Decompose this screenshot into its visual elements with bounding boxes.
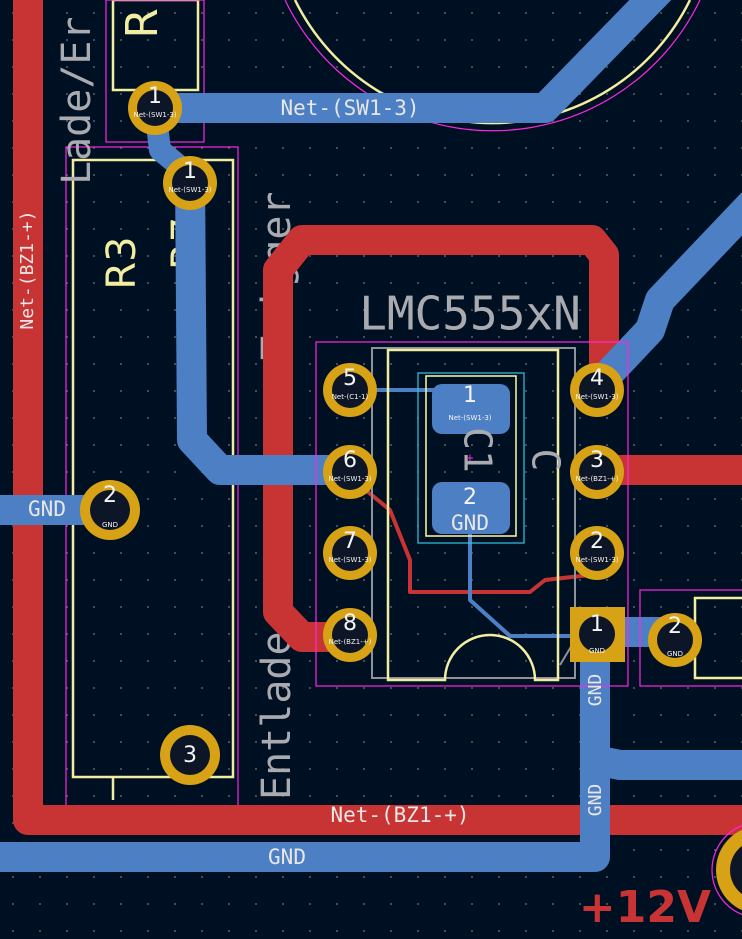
lade-er-label: Lade/Er <box>54 16 100 185</box>
pad-r-1-net: Net-(SW1-3) <box>168 186 211 194</box>
net-label-gnd-vertical-1: GND <box>585 674 606 707</box>
entlade-label: Entlade <box>254 631 300 800</box>
net-label-bz1-horizontal: Net-(BZ1-+) <box>330 803 469 827</box>
c1-origin-mark: + <box>466 451 473 465</box>
pad-left-2: 2 GND <box>80 480 140 540</box>
trace-gnd-right <box>580 745 742 780</box>
ic-pin-3-net: Net-(BZ1-+) <box>576 475 619 483</box>
trace-bz1-plus-loop <box>263 225 619 652</box>
trace-gnd-bottom <box>0 617 610 872</box>
pad-right-2: 2 GND <box>648 613 702 667</box>
trace-sw1-3-down <box>175 160 365 485</box>
net-label-bz1-vertical: Net-(BZ1-+) <box>17 210 38 329</box>
ic-pin-1-number: 1 <box>590 612 604 637</box>
right-component-courtyard <box>639 589 742 687</box>
c1-courtyard <box>417 372 525 544</box>
pad-top-1: 1 Net-(SW1-3) <box>128 81 182 135</box>
pad-right-2-net: GND <box>667 650 683 658</box>
ic-pin-6-number: 6 <box>343 448 357 473</box>
ic-pin-6: 6 Net-(SW1-3) <box>323 445 377 499</box>
trace-thin-blue-gnd <box>468 518 597 638</box>
ic-pin-5-net: Net-(C1-1) <box>332 393 369 401</box>
ic-pin-3: 3 Net-(BZ1-+) <box>570 445 624 499</box>
ic-pin-4-number: 4 <box>590 366 604 391</box>
ic-pin-8: 8 Net-(BZ1-+) <box>323 608 377 662</box>
pad-r-1-number: 1 <box>183 159 197 184</box>
c1-pad-2-number: 2 <box>463 485 477 510</box>
c1-pad-1 <box>432 384 510 434</box>
trace-pin4-up <box>583 192 742 400</box>
trace-bz1-plus <box>13 0 742 835</box>
net-label-sw1-3: Net-(SW1-3) <box>280 96 419 120</box>
trace-sw1-3-top <box>140 0 672 123</box>
ic-pin-1-net: GND <box>589 647 605 655</box>
pad-left-2-net: GND <box>102 521 118 529</box>
pad-right-2-number: 2 <box>668 614 682 639</box>
pad-left-2-number: 2 <box>103 483 117 508</box>
ic-pin-8-net: Net-(BZ1-+) <box>329 638 372 646</box>
c1-silk <box>425 375 517 537</box>
ic-courtyard <box>315 341 629 687</box>
ic-fab-outline <box>371 347 576 679</box>
ic-pin-6-net: Net-(SW1-3) <box>328 475 371 483</box>
ic-pin-5-number: 5 <box>343 366 357 391</box>
pad-bottom-3: 3 <box>160 725 220 785</box>
ic-pin-2-net: Net-(SW1-3) <box>575 556 618 564</box>
ic-pin-2-number: 2 <box>590 529 604 554</box>
c1-pad-2-net: GND <box>451 511 489 535</box>
c1-pad-2 <box>432 482 510 534</box>
net-label-gnd-left: GND <box>28 497 66 521</box>
ic-pin-4: 4 Net-(SW1-3) <box>570 363 624 417</box>
pad-top-1-net: Net-(SW1-3) <box>133 111 176 119</box>
ic-silk-outline <box>386 348 560 682</box>
ic-pin-7: 7 Net-(SW1-3) <box>323 526 377 580</box>
pad-bottom-right-partial <box>711 824 742 916</box>
net-label-gnd-vertical-2: GND <box>585 784 606 817</box>
top-r-label: R <box>117 8 168 39</box>
net-label-gnd-bottom: GND <box>268 845 306 869</box>
back-copper-traces <box>0 0 742 872</box>
c1-pad-1-net: Net-(SW1-3) <box>448 414 491 422</box>
ic-pin-5: 5 Net-(C1-1) <box>323 363 377 417</box>
ic-pin-8-number: 8 <box>343 611 357 636</box>
ic-pin-7-number: 7 <box>343 529 357 554</box>
switch-courtyard-arc <box>284 0 701 132</box>
ic-value-label: LMC555xN <box>359 287 581 341</box>
ic-pin-7-net: Net-(SW1-3) <box>328 556 371 564</box>
trace-thin-red <box>366 490 592 594</box>
ic-pin-4-net: Net-(SW1-3) <box>575 393 618 401</box>
r3-label: R3 <box>99 236 145 289</box>
c1-label: C1 <box>456 427 500 473</box>
pad-top-1-number: 1 <box>148 84 162 109</box>
pad-r-1: 1 Net-(SW1-3) <box>163 156 217 210</box>
ic-pin-2: 2 Net-(SW1-3) <box>570 526 624 580</box>
c-mark-label: C <box>524 449 568 472</box>
switch-silk-arc <box>293 0 692 125</box>
ic-pin-3-number: 3 <box>590 448 604 473</box>
pad-bottom-3-number: 3 <box>183 743 197 768</box>
c1-pad-1-number: 1 <box>463 383 477 408</box>
ic-pin-1: 1 GND <box>570 607 625 662</box>
plus-12v-label: +12V <box>579 882 711 933</box>
